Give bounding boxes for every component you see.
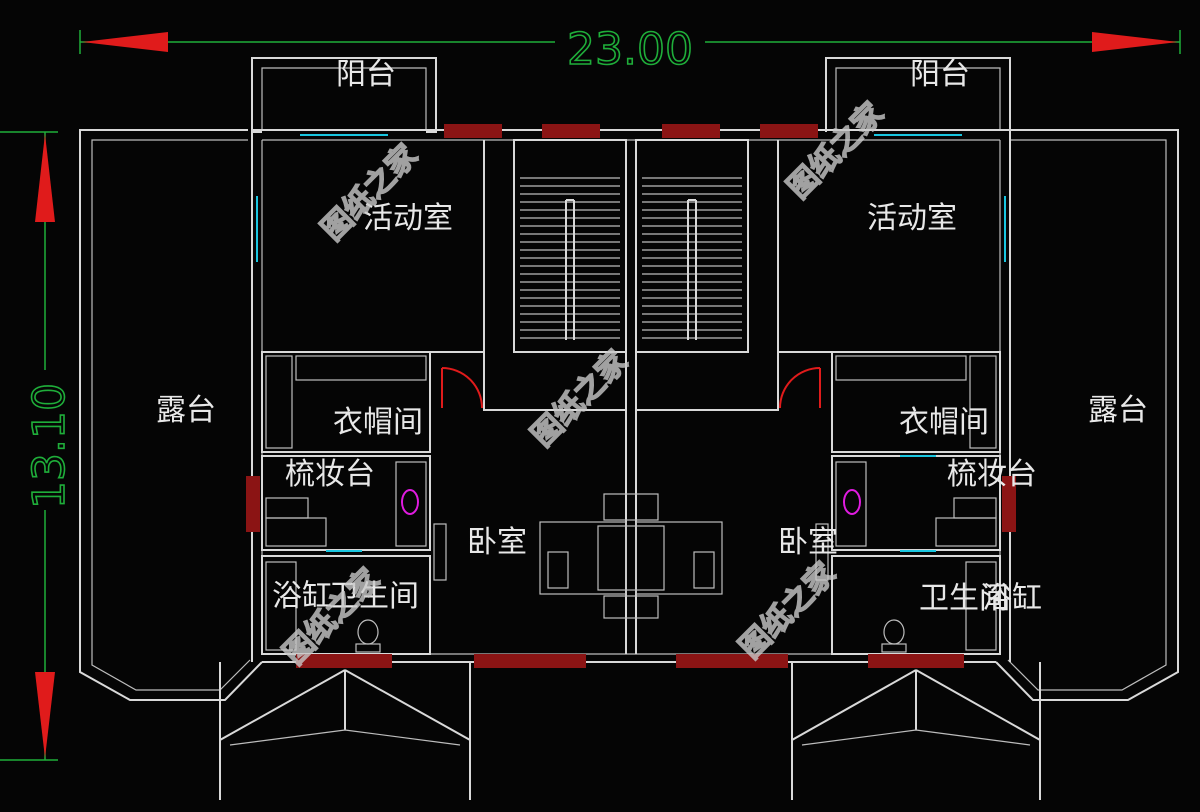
windows [246,124,1016,668]
left-bedroom-label: 卧室 [467,525,527,560]
doors [441,367,821,409]
right-activity-room-label: 活动室 [867,201,957,236]
left-bathtub-label: 浴缸 [272,579,332,614]
right-closet-label: 衣帽间 [899,405,989,440]
right-bathroom-label: 卫生间 [919,581,1009,616]
watermark-logo: 图纸之家 [525,344,635,454]
left-balcony-label: 阳台 [336,57,396,92]
right-terrace-label: 露台 [1088,393,1148,428]
watermarks: 图纸之家 图纸之家 图纸之家 图纸之家 图纸之家 [276,95,891,672]
arrow-right-icon [1092,32,1178,52]
furniture [265,355,997,653]
right-balcony-label: 阳台 [910,57,970,92]
dimension-width: 23.00 [79,18,1181,76]
stairs [520,177,742,340]
left-activity-room-label: 活动室 [363,201,453,236]
right-bathtub-label: 浴缸 [982,581,1042,616]
walls [79,57,1179,800]
room-labels: 阳台 阳台 活动室 活动室 露台 露台 衣帽间 衣帽间 梳妆台 梳妆台 卧室 卧… [156,57,1148,616]
arrow-down-icon [35,672,55,758]
left-terrace-label: 露台 [156,393,216,428]
right-bedroom-label: 卧室 [778,525,838,560]
left-bathroom-label: 卫生间 [329,579,419,614]
dimension-depth: 13.10 [0,131,76,761]
width-dimension-label: 23.00 [567,24,693,75]
depth-dimension-label: 13.10 [24,383,75,509]
left-closet-label: 衣帽间 [333,405,423,440]
watermark-logo: 图纸之家 [733,556,843,666]
right-dresser-label: 梳妆台 [947,457,1037,492]
arrow-up-icon [35,134,55,222]
glass-panels [256,134,1006,552]
left-dresser-label: 梳妆台 [285,457,375,492]
arrow-left-icon [82,32,168,52]
